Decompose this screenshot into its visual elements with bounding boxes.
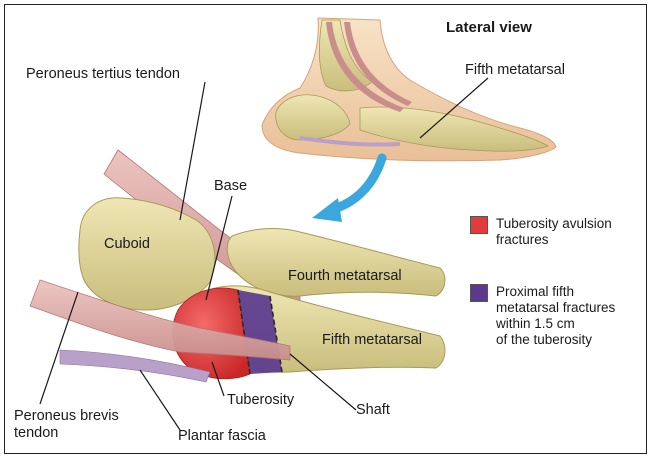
leader-plantar-fascia	[140, 370, 180, 430]
diagram-title: Lateral view	[446, 19, 532, 36]
legend-text-tuberosity: Tuberosity avulsion fractures	[496, 216, 654, 248]
label-peroneus-tertius: Peroneus tertius tendon	[26, 66, 180, 83]
legend-swatch-tuberosity	[470, 216, 488, 234]
label-fifth-metatarsal: Fifth metatarsal	[322, 332, 422, 349]
legend-swatch-proximal	[470, 284, 488, 302]
label-shaft: Shaft	[356, 402, 390, 419]
label-fifth-metatarsal-top: Fifth metatarsal	[465, 62, 565, 79]
zoom-arrow	[312, 158, 382, 222]
label-base: Base	[214, 178, 247, 195]
leader-peroneus-tertius	[180, 82, 205, 220]
label-peroneus-brevis: Peroneus brevis tendon	[14, 408, 119, 442]
fourth-metatarsal-bone	[227, 229, 445, 297]
foot-lateral-view	[262, 18, 556, 161]
label-plantar-fascia: Plantar fascia	[178, 428, 266, 445]
label-cuboid: Cuboid	[104, 236, 150, 253]
label-fourth-metatarsal: Fourth metatarsal	[288, 268, 402, 285]
legend-text-proximal: Proximal fifth metatarsal fractures with…	[496, 284, 654, 348]
label-tuberosity: Tuberosity	[227, 392, 294, 409]
